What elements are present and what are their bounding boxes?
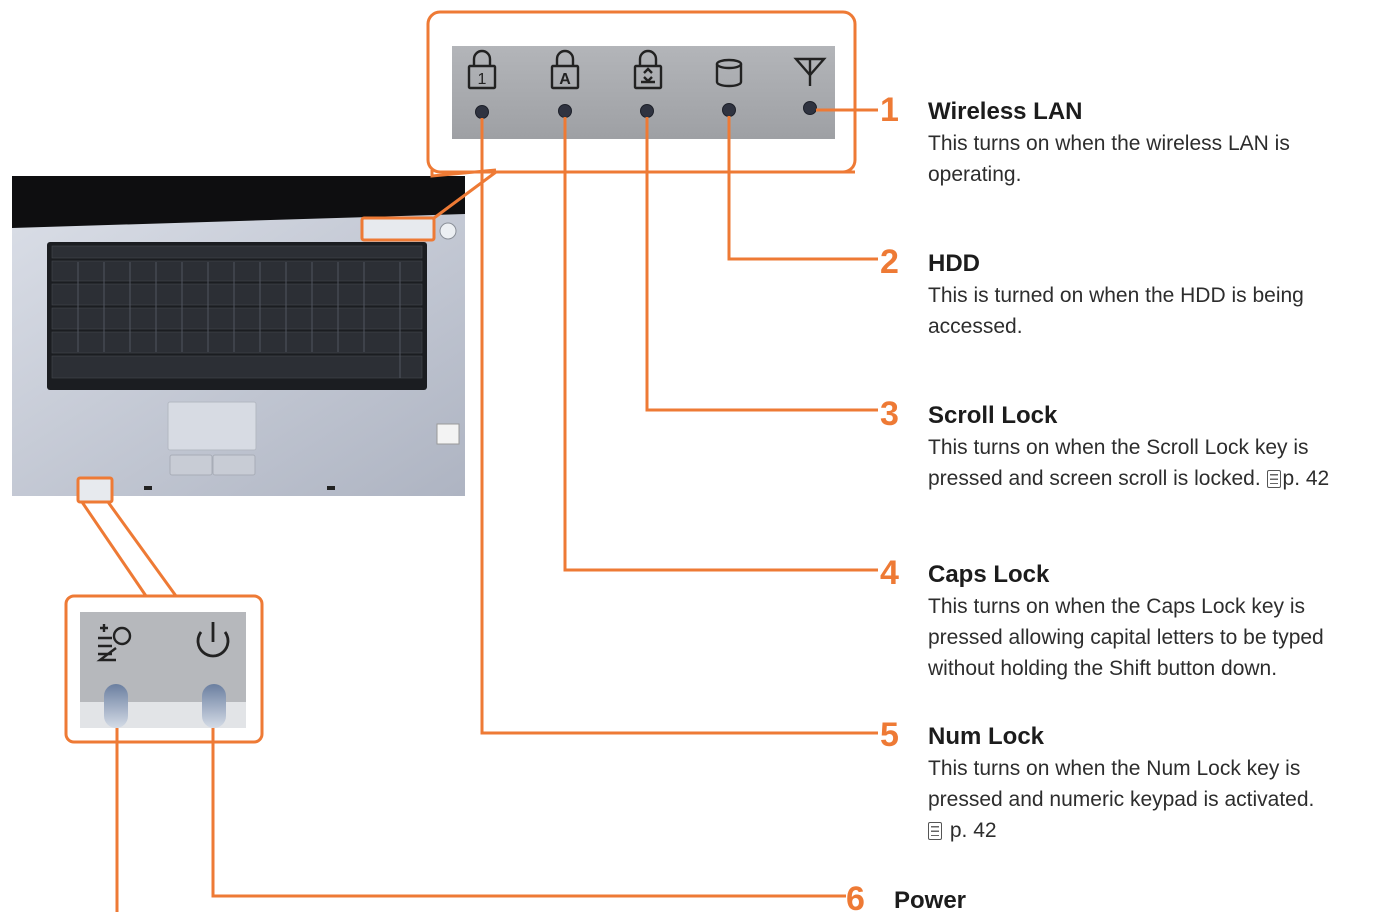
indicator-description-text: This turns on when the Scroll Lock key i… bbox=[928, 436, 1309, 490]
indicator-description: This turns on when the Scroll Lock key i… bbox=[928, 432, 1376, 494]
indicator-title: Scroll Lock bbox=[928, 402, 1058, 429]
touchpad bbox=[167, 401, 257, 451]
page-reference[interactable]: p. 42 bbox=[928, 819, 997, 842]
touchpad-left-button bbox=[169, 454, 213, 476]
callout-number: 1 bbox=[880, 91, 899, 129]
caps-lock-icon: A bbox=[550, 49, 580, 90]
num-lock-icon: 1 bbox=[467, 49, 497, 90]
indicator-description: This turns on when the wireless LAN is o… bbox=[928, 132, 1290, 186]
leader-lines bbox=[115, 108, 878, 912]
power-button bbox=[439, 222, 457, 240]
key-dividers bbox=[77, 262, 401, 378]
side-port bbox=[436, 423, 460, 445]
callout-number: 6 bbox=[846, 880, 865, 918]
front-indicator-highlight bbox=[76, 476, 114, 504]
front-indicator-callout bbox=[64, 501, 264, 744]
num-lock-glyph: 1 bbox=[478, 71, 487, 88]
indicator-title: Power bbox=[894, 887, 967, 914]
laptop-photo bbox=[12, 176, 465, 504]
indicator-title: HDD bbox=[928, 250, 980, 277]
hdd-icon bbox=[715, 58, 743, 88]
scroll-lock-icon bbox=[633, 49, 663, 90]
manual-page-icon bbox=[928, 822, 942, 840]
indicator-description: This turns on when the Caps Lock key is … bbox=[928, 595, 1324, 680]
battery-led bbox=[104, 684, 128, 728]
wireless-icon bbox=[793, 57, 827, 86]
callout-number: 5 bbox=[880, 716, 899, 754]
caps-lock-glyph: A bbox=[559, 71, 571, 88]
page-reference-text: p. 42 bbox=[949, 819, 997, 842]
manual-page-icon bbox=[1266, 470, 1281, 488]
keyboard-keys bbox=[51, 245, 423, 379]
top-indicator-highlight bbox=[360, 216, 436, 242]
top-indicator-callout bbox=[426, 10, 857, 220]
indicator-description-text: This turns on when the Num Lock key is p… bbox=[928, 757, 1315, 811]
callout-number: 4 bbox=[880, 554, 899, 592]
page-reference-text: p. 42 bbox=[1282, 467, 1330, 490]
power-icon bbox=[196, 622, 230, 658]
page-reference[interactable]: p. 42 bbox=[1266, 467, 1330, 490]
power-led bbox=[202, 684, 226, 728]
indicator-description: This turns on when the Num Lock key is p… bbox=[928, 753, 1368, 846]
indicator-title: Wireless LAN bbox=[928, 98, 1083, 125]
indicator-description: This is turned on when the HDD is being … bbox=[928, 284, 1304, 338]
callout-number: 3 bbox=[880, 395, 899, 433]
touchpad-right-button bbox=[212, 454, 256, 476]
battery-charge-icon bbox=[96, 624, 132, 662]
callout-number: 2 bbox=[880, 243, 899, 281]
indicator-title: Num Lock bbox=[928, 723, 1045, 750]
indicator-title: Caps Lock bbox=[928, 561, 1050, 588]
